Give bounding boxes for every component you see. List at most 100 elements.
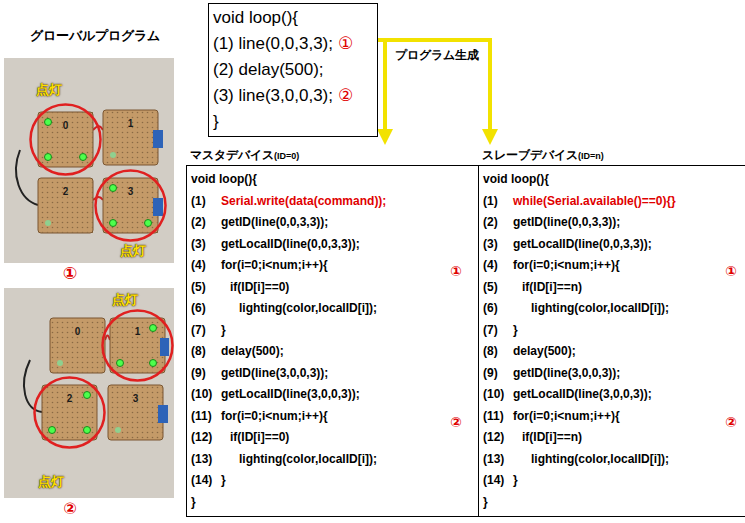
- board-id: 1: [135, 326, 141, 338]
- board-id: 1: [128, 118, 134, 130]
- generation-arrow: [378, 40, 490, 133]
- program-box: void loop(){(1) line(0,0,3,3);①(2) delay…: [208, 3, 378, 137]
- code-text: if(ID[i]==n): [513, 280, 582, 294]
- code-text: for(i=0;i<num;i++){: [513, 409, 620, 423]
- code-text: delay(500);: [221, 344, 284, 358]
- code-line: (4)for(i=0;i<num;i++){: [191, 255, 475, 277]
- code-line: }: [191, 492, 475, 514]
- led: [57, 360, 63, 366]
- line-number: (10): [191, 384, 221, 406]
- code-line: (14)}: [191, 470, 475, 492]
- line-number: (4): [483, 255, 513, 277]
- line-number: (12): [483, 427, 513, 449]
- line-number: (3): [191, 234, 221, 256]
- line-number: (6): [191, 298, 221, 320]
- line-number: (9): [483, 363, 513, 385]
- code-text: for(i=0;i<num;i++){: [513, 258, 620, 272]
- code-text: getLocalID(line(3,0,0,3));: [513, 387, 652, 401]
- code-box: void loop(){ (1)Serial.write(data(command…: [186, 165, 480, 517]
- code-text: lighting(color,localID[i]);: [513, 452, 669, 466]
- board: [103, 178, 158, 233]
- code-text: (1) line(0,0,3,3);: [213, 34, 333, 53]
- circuit-board: [103, 110, 163, 165]
- led: [49, 427, 56, 434]
- board-holes: [38, 178, 93, 233]
- code-text: getID(line(3,0,0,3));: [221, 366, 328, 380]
- photo-ground: [4, 58, 174, 263]
- code-line: }: [483, 492, 745, 514]
- code-text: }: [221, 323, 226, 337]
- device-heading: マスタデバイス(ID=0): [186, 145, 480, 165]
- lit-label: 点灯: [112, 292, 138, 308]
- led: [45, 154, 52, 161]
- circuit-board: [42, 385, 97, 440]
- circuit-board: [103, 178, 163, 233]
- wire: [93, 197, 103, 200]
- code-line: (6)lighting(color,localID[i]);: [483, 298, 745, 320]
- photo-ground: [4, 288, 174, 498]
- code-text: ②: [338, 86, 353, 105]
- code-line: (3) line(3,0,0,3); ②: [213, 83, 373, 109]
- led: [150, 360, 157, 367]
- board: [50, 318, 105, 373]
- code-line: (1)Serial.write(data(command));: [191, 191, 475, 213]
- callout-number: ②: [450, 414, 462, 431]
- line-number: (1): [483, 191, 513, 213]
- module: [158, 405, 168, 423]
- led: [45, 220, 51, 226]
- code-text: (3) line(3,0,0,3);: [213, 86, 333, 105]
- edge-label: プログラム生成: [393, 47, 481, 63]
- code-text: getID(line(0,0,3,3));: [513, 215, 620, 229]
- line-number: (5): [483, 277, 513, 299]
- highlight-circle: [35, 378, 105, 448]
- module: [153, 198, 163, 216]
- code-text: void loop(){: [191, 172, 257, 186]
- code-text: lighting(color,localID[i]);: [513, 301, 669, 315]
- code-text: void loop(){: [213, 8, 298, 27]
- board-holes: [108, 385, 163, 440]
- board-id: 3: [128, 186, 134, 198]
- wire: [105, 336, 110, 341]
- line-number: (12): [191, 427, 221, 449]
- line-number: (3): [483, 234, 513, 256]
- board-id: 0: [75, 326, 81, 338]
- code-text: getID(line(3,0,0,3));: [513, 366, 620, 380]
- code-line: (6)lighting(color,localID[i]);: [191, 298, 475, 320]
- board-holes: [42, 385, 97, 440]
- module: [160, 338, 169, 356]
- circuit-board: [50, 318, 105, 373]
- led: [150, 325, 157, 332]
- code-text: ①: [338, 34, 353, 53]
- code-text: getLocalID(line(0,0,3,3));: [221, 237, 360, 251]
- line-number: (7): [191, 320, 221, 342]
- board-id: 0: [63, 120, 69, 132]
- line-number: (4): [191, 255, 221, 277]
- line-number: (11): [483, 406, 513, 428]
- board: [108, 385, 163, 440]
- board-holes: [50, 318, 105, 373]
- code-line: void loop(){: [213, 5, 373, 31]
- code-line: (7)}: [483, 320, 745, 342]
- board: [110, 318, 165, 373]
- led: [84, 392, 91, 399]
- line-number: (11): [191, 406, 221, 428]
- board-holes: [110, 318, 165, 373]
- code-line: }: [213, 109, 373, 135]
- board-holes: [38, 112, 93, 167]
- line-number: (7): [483, 320, 513, 342]
- code-text: lighting(color,localID[i]);: [221, 301, 377, 315]
- callout-number: ①: [725, 263, 737, 280]
- code-text: getLocalID(line(3,0,0,3));: [221, 387, 360, 401]
- code-line: (14)}: [483, 470, 745, 492]
- code-text: if(ID[i]==n): [513, 430, 582, 444]
- code-text: }: [213, 112, 219, 131]
- line-number: (8): [483, 341, 513, 363]
- module: [153, 130, 163, 148]
- line-number: (2): [191, 212, 221, 234]
- code-text: }: [483, 495, 488, 509]
- code-line: (9)getID(line(3,0,0,3));: [191, 363, 475, 385]
- code-line: (4)for(i=0;i<num;i++){: [483, 255, 745, 277]
- circuit-board: [38, 112, 93, 167]
- line-number: (2): [483, 212, 513, 234]
- code-text: if(ID[i]==0): [221, 430, 289, 444]
